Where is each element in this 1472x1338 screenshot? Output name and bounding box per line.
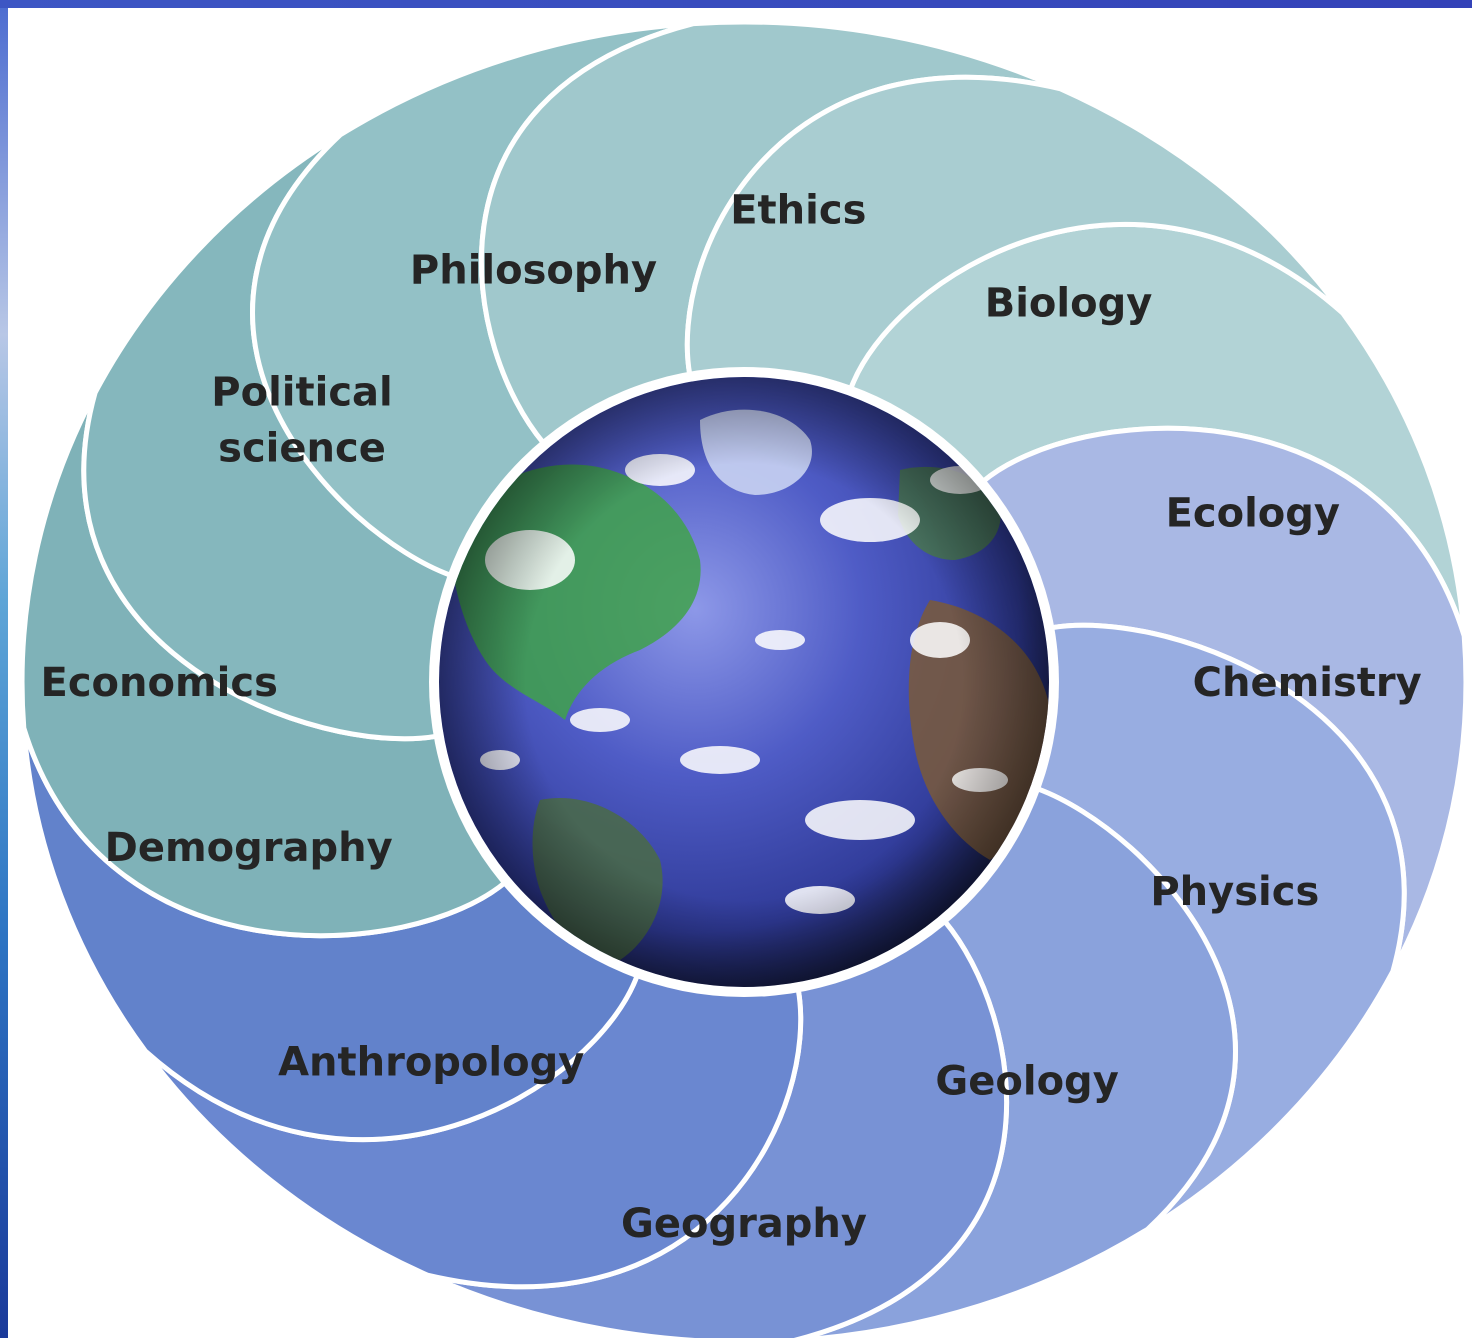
- label-chemistry: Chemistry: [1193, 660, 1422, 706]
- label-geology: Geology: [935, 1059, 1118, 1105]
- label-demography: Demography: [105, 825, 393, 871]
- segment-labels: EthicsBiologyEcologyChemistryPhysicsGeol…: [41, 187, 1422, 1247]
- label-economics: Economics: [41, 660, 278, 706]
- label-ecology: Ecology: [1166, 491, 1340, 537]
- label-geography: Geography: [621, 1201, 867, 1247]
- label-anthropology: Anthropology: [278, 1040, 584, 1086]
- label-biology: Biology: [985, 280, 1153, 326]
- label-philosophy: Philosophy: [410, 247, 657, 293]
- label-physics: Physics: [1150, 869, 1319, 915]
- globe-icon: [429, 367, 1059, 997]
- label-ethics: Ethics: [730, 187, 866, 233]
- background-strip-top: [0, 0, 1472, 8]
